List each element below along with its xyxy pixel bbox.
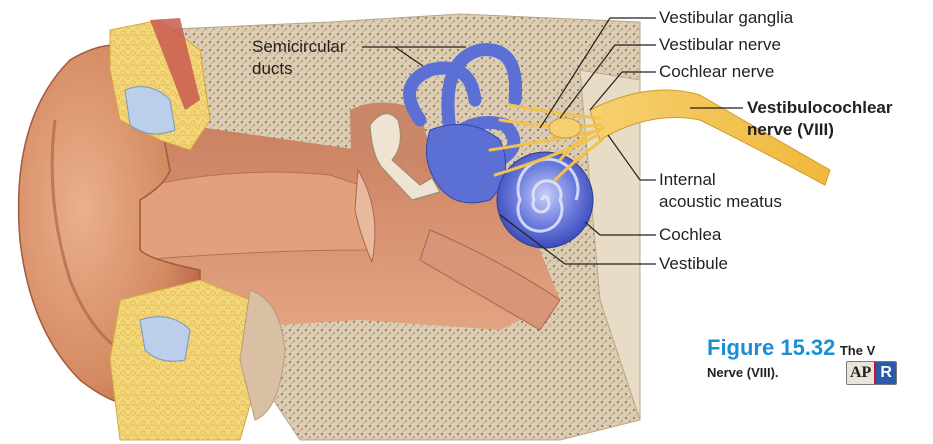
external-auditory-canal xyxy=(130,172,370,260)
label-internal-meatus-1: Internal xyxy=(659,170,716,190)
label-cochlear-nerve: Cochlear nerve xyxy=(659,62,774,82)
label-internal-meatus-2: acoustic meatus xyxy=(659,192,782,212)
label-cochlea: Cochlea xyxy=(659,225,721,245)
label-vestibular-nerve: Vestibular nerve xyxy=(659,35,781,55)
figure-number: Figure 15.32 xyxy=(707,335,835,360)
label-vestibulocochlear-1: Vestibulocochlear xyxy=(747,98,893,118)
apr-badge-r: R xyxy=(876,362,896,384)
figure-title-line2: Nerve (VIII). xyxy=(707,365,779,380)
vestibular-ganglia xyxy=(549,118,581,138)
label-vestibular-ganglia: Vestibular ganglia xyxy=(659,8,793,28)
figure-caption: Figure 15.32 The V xyxy=(707,335,875,361)
apr-badge[interactable]: AP R xyxy=(846,361,897,385)
cochlea xyxy=(497,152,593,248)
figure-title: The V xyxy=(840,343,875,358)
label-semicircular-ducts-1: Semicircular xyxy=(252,37,346,57)
label-vestibule: Vestibule xyxy=(659,254,728,274)
apr-badge-ap: AP xyxy=(847,362,876,384)
label-vestibulocochlear-2: nerve (VIII) xyxy=(747,120,834,140)
label-semicircular-ducts-2: ducts xyxy=(252,59,293,79)
